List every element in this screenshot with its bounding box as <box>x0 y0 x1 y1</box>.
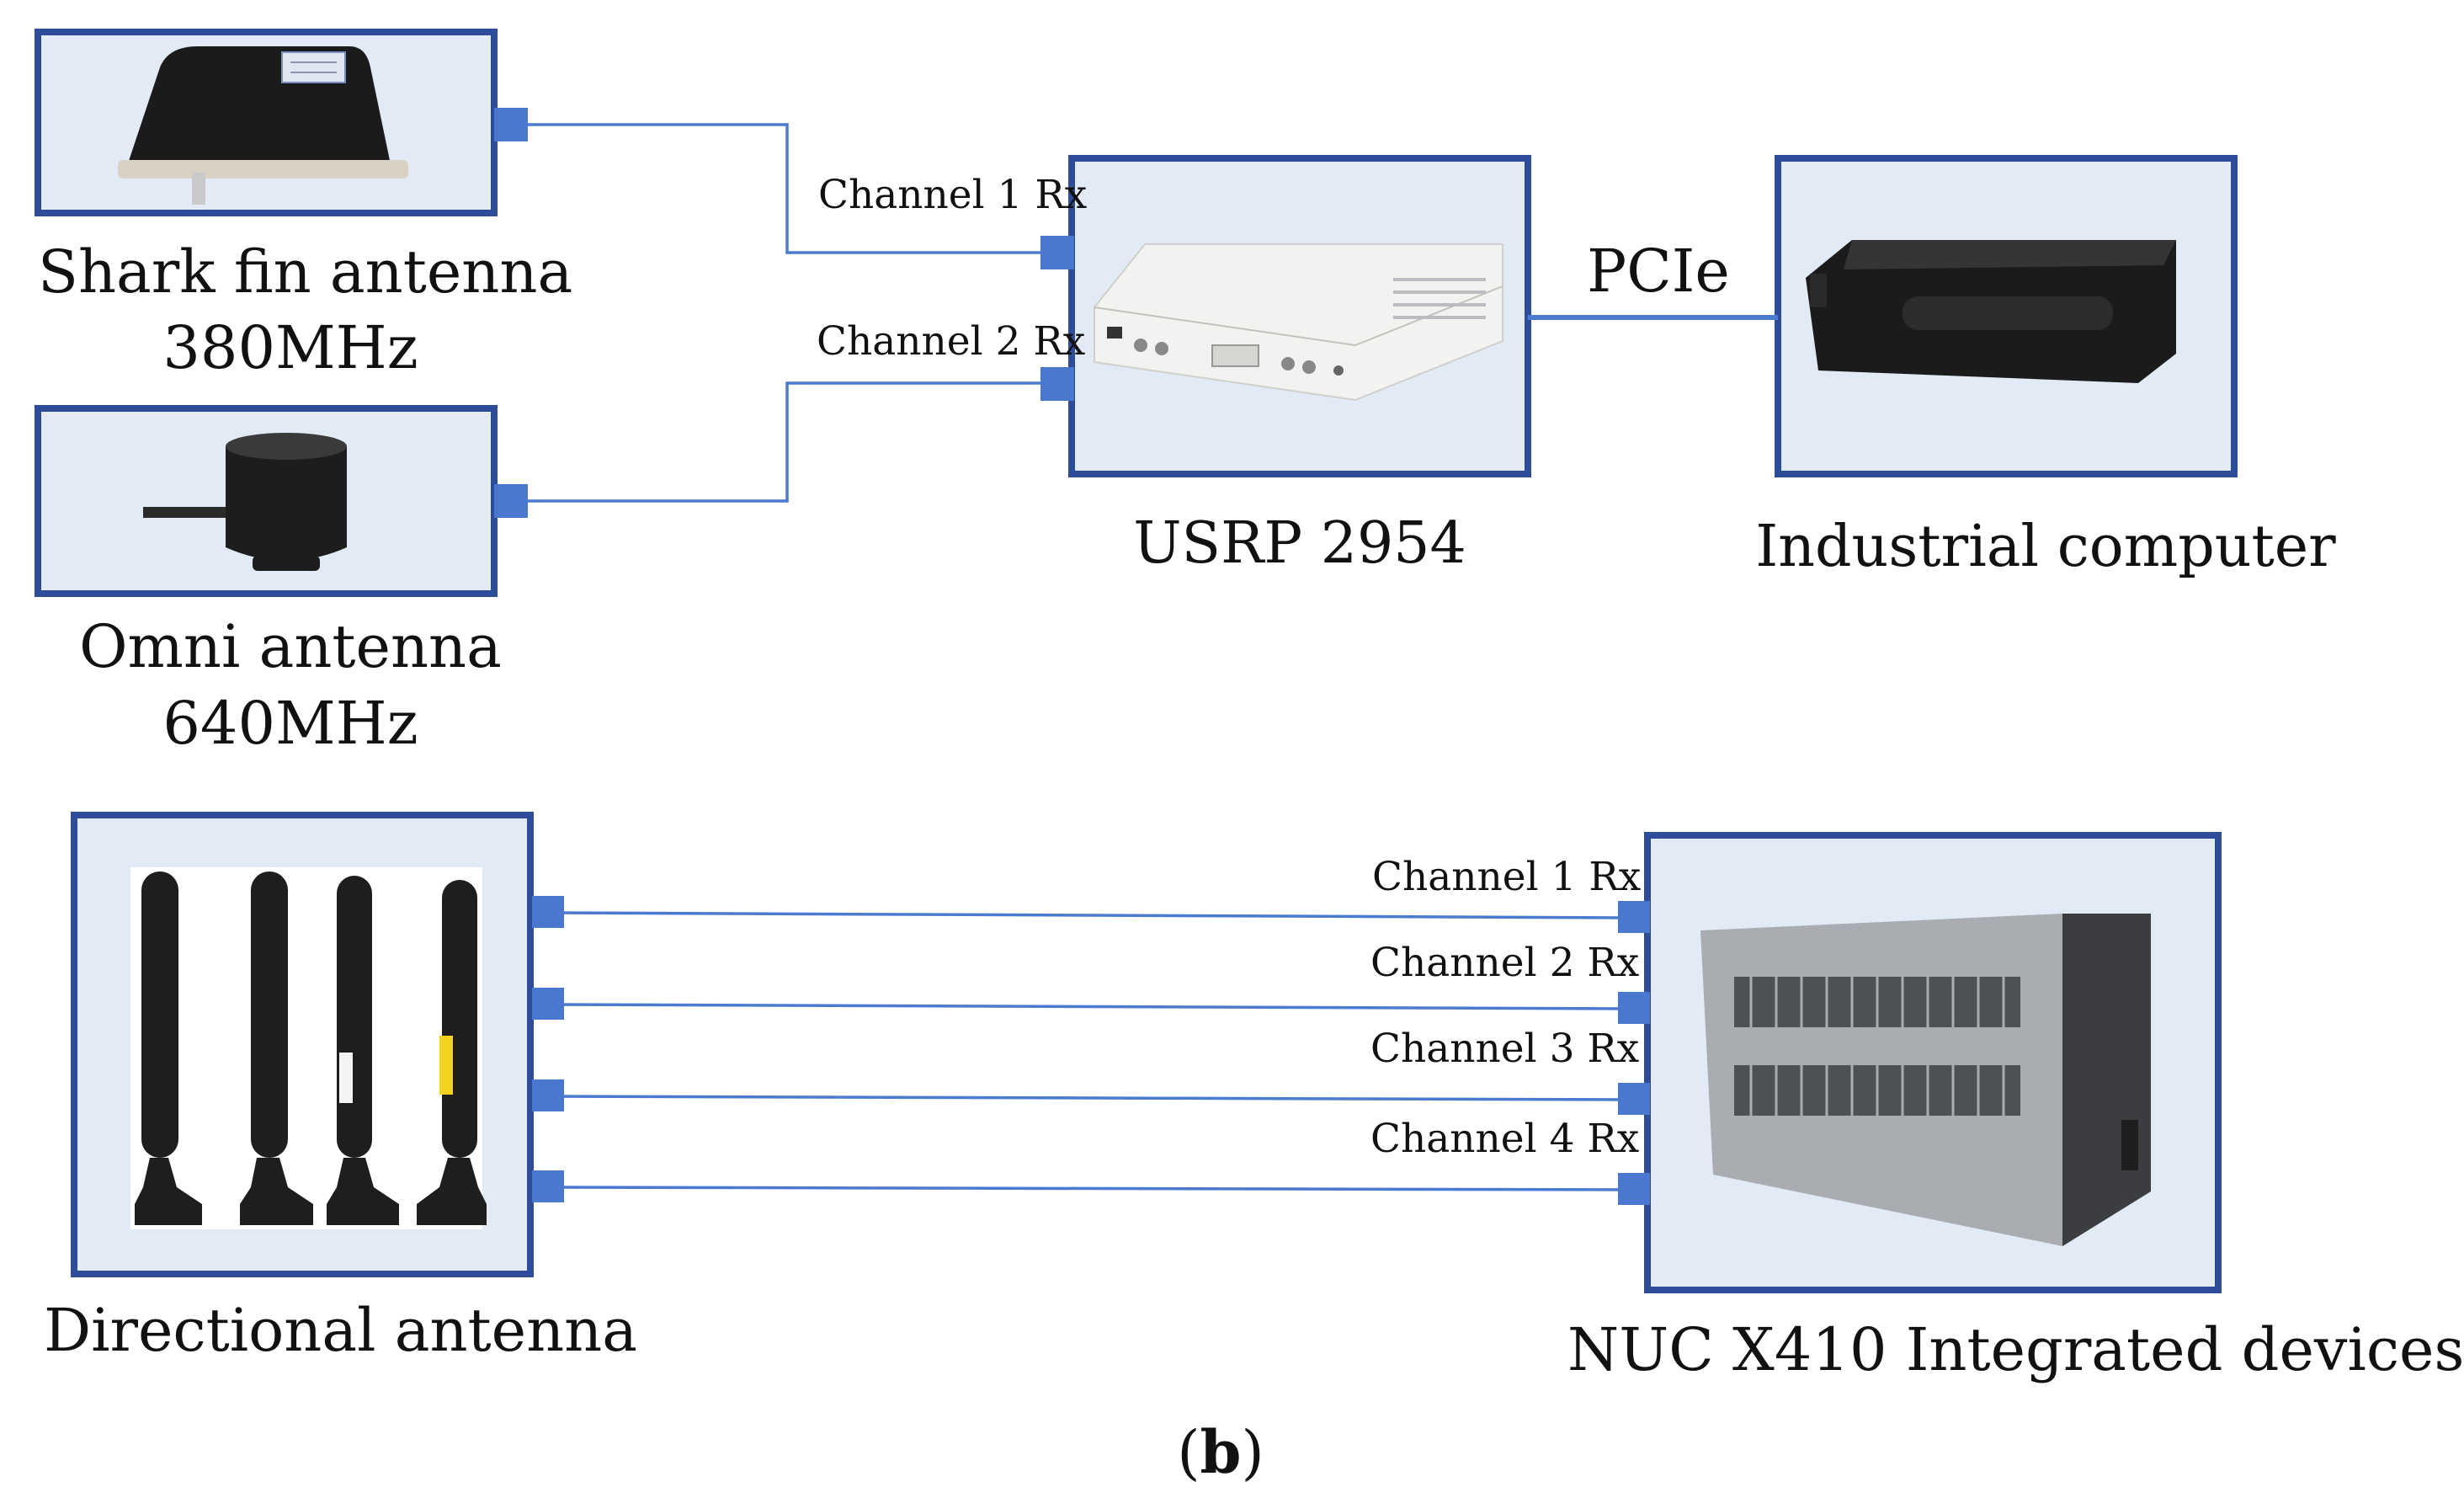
nuc-x410-device-photo-icon <box>1700 914 2151 1246</box>
bottom-ports <box>532 896 1650 1205</box>
caption-open: ( <box>1177 1418 1200 1487</box>
bottom-channel-1-label: Channel 1 Rx <box>1372 854 1642 900</box>
directional-antenna-label: Directional antenna <box>44 1296 637 1365</box>
nuc-port-1 <box>1618 901 1650 933</box>
top-wiring <box>513 123 1778 503</box>
nuc-port-4 <box>1618 1173 1650 1205</box>
nuc-x410-label: NUC X410 Integrated devices <box>1567 1315 2464 1384</box>
diagram-canvas <box>35 29 2238 1293</box>
shark-fin-antenna-photo-icon <box>118 46 408 205</box>
omni-antenna-box <box>35 405 498 597</box>
omni-port <box>494 484 528 518</box>
bottom-channel-3-label: Channel 3 Rx <box>1370 1026 1640 1072</box>
bottom-channel-4-label: Channel 4 Rx <box>1370 1116 1640 1162</box>
caption-letter: b <box>1200 1417 1242 1487</box>
nuc-port-3 <box>1618 1083 1650 1115</box>
omni-antenna-frequency: 640MHz <box>162 689 418 758</box>
shark-fin-antenna-frequency: 380MHz <box>162 313 418 382</box>
usrp-device-photo-icon <box>1094 243 1503 402</box>
directional-port-2 <box>532 988 564 1020</box>
directional-port-4 <box>532 1170 564 1202</box>
top-ports <box>494 108 1074 518</box>
directional-port-1 <box>532 896 564 928</box>
pcie-link-label: PCIe <box>1587 237 1730 306</box>
directional-antenna-box <box>71 812 534 1277</box>
top-channel-2-label: Channel 2 Rx <box>817 318 1086 365</box>
omni-antenna-name: Omni antenna <box>79 612 502 681</box>
usrp-2954-label: USRP 2954 <box>1133 510 1466 577</box>
nuc-port-2 <box>1618 992 1650 1024</box>
caption-close: ) <box>1241 1418 1264 1487</box>
omni-antenna-photo-icon <box>143 433 347 571</box>
industrial-computer-box <box>1775 155 2238 477</box>
shark-fin-port <box>494 108 528 141</box>
directional-antennas-photo-icon <box>130 867 487 1229</box>
top-channel-1-label: Channel 1 Rx <box>818 172 1088 218</box>
nuc-x410-box <box>1644 832 2222 1293</box>
bottom-wiring <box>548 911 1636 1191</box>
usrp-port-1 <box>1040 236 1074 269</box>
bottom-channel-2-label: Channel 2 Rx <box>1370 940 1640 986</box>
industrial-computer-label: Industrial computer <box>1755 514 2336 580</box>
shark-fin-antenna-name: Shark fin antenna <box>38 237 573 306</box>
shark-fin-antenna-box <box>35 29 498 216</box>
industrial-computer-photo-icon <box>1806 240 2176 383</box>
usrp-2954-box <box>1068 155 1531 477</box>
figure-caption: (b) <box>1094 1423 1347 1483</box>
directional-port-3 <box>532 1079 564 1111</box>
usrp-port-2 <box>1040 367 1074 401</box>
